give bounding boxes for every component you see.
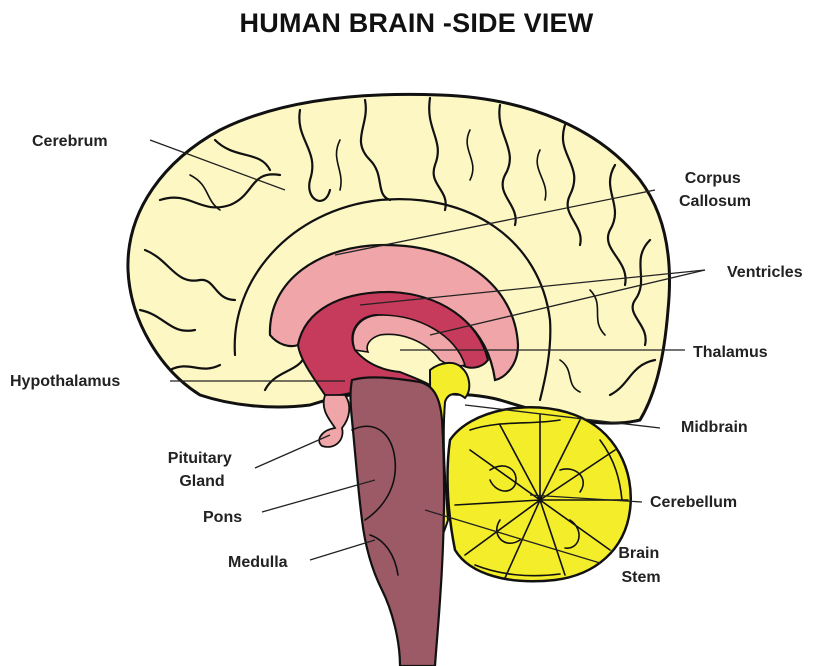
- label-pons: Pons: [203, 509, 242, 526]
- label-corpus-callosum-line1: Corpus: [685, 170, 741, 187]
- cerebellum-region: [448, 407, 631, 581]
- leader-pons: [262, 480, 375, 512]
- label-brain-stem-line1: Brain: [618, 545, 659, 562]
- label-medulla: Medulla: [228, 554, 288, 571]
- brain-stem-region: [351, 377, 445, 666]
- label-hypothalamus: Hypothalamus: [10, 373, 120, 390]
- label-brain-stem: Brain Stem: [618, 545, 663, 586]
- label-corpus-callosum-line2: Callosum: [679, 193, 751, 210]
- label-midbrain: Midbrain: [681, 419, 748, 436]
- label-cerebrum: Cerebrum: [32, 133, 108, 150]
- label-ventricles: Ventricles: [727, 264, 803, 281]
- label-pituitary-gland-line1: Pituitary: [168, 450, 232, 467]
- label-pituitary-gland-line2: Gland: [179, 473, 224, 490]
- label-cerebellum: Cerebellum: [650, 494, 737, 511]
- label-thalamus: Thalamus: [693, 344, 768, 361]
- label-pituitary-gland: Pituitary Gland: [168, 450, 236, 490]
- leader-pituitary: [255, 435, 330, 468]
- label-brain-stem-line2: Stem: [621, 569, 660, 586]
- label-corpus-callosum: Corpus Callosum: [679, 170, 751, 210]
- leader-medulla: [310, 540, 375, 560]
- pituitary-gland-region: [319, 395, 349, 447]
